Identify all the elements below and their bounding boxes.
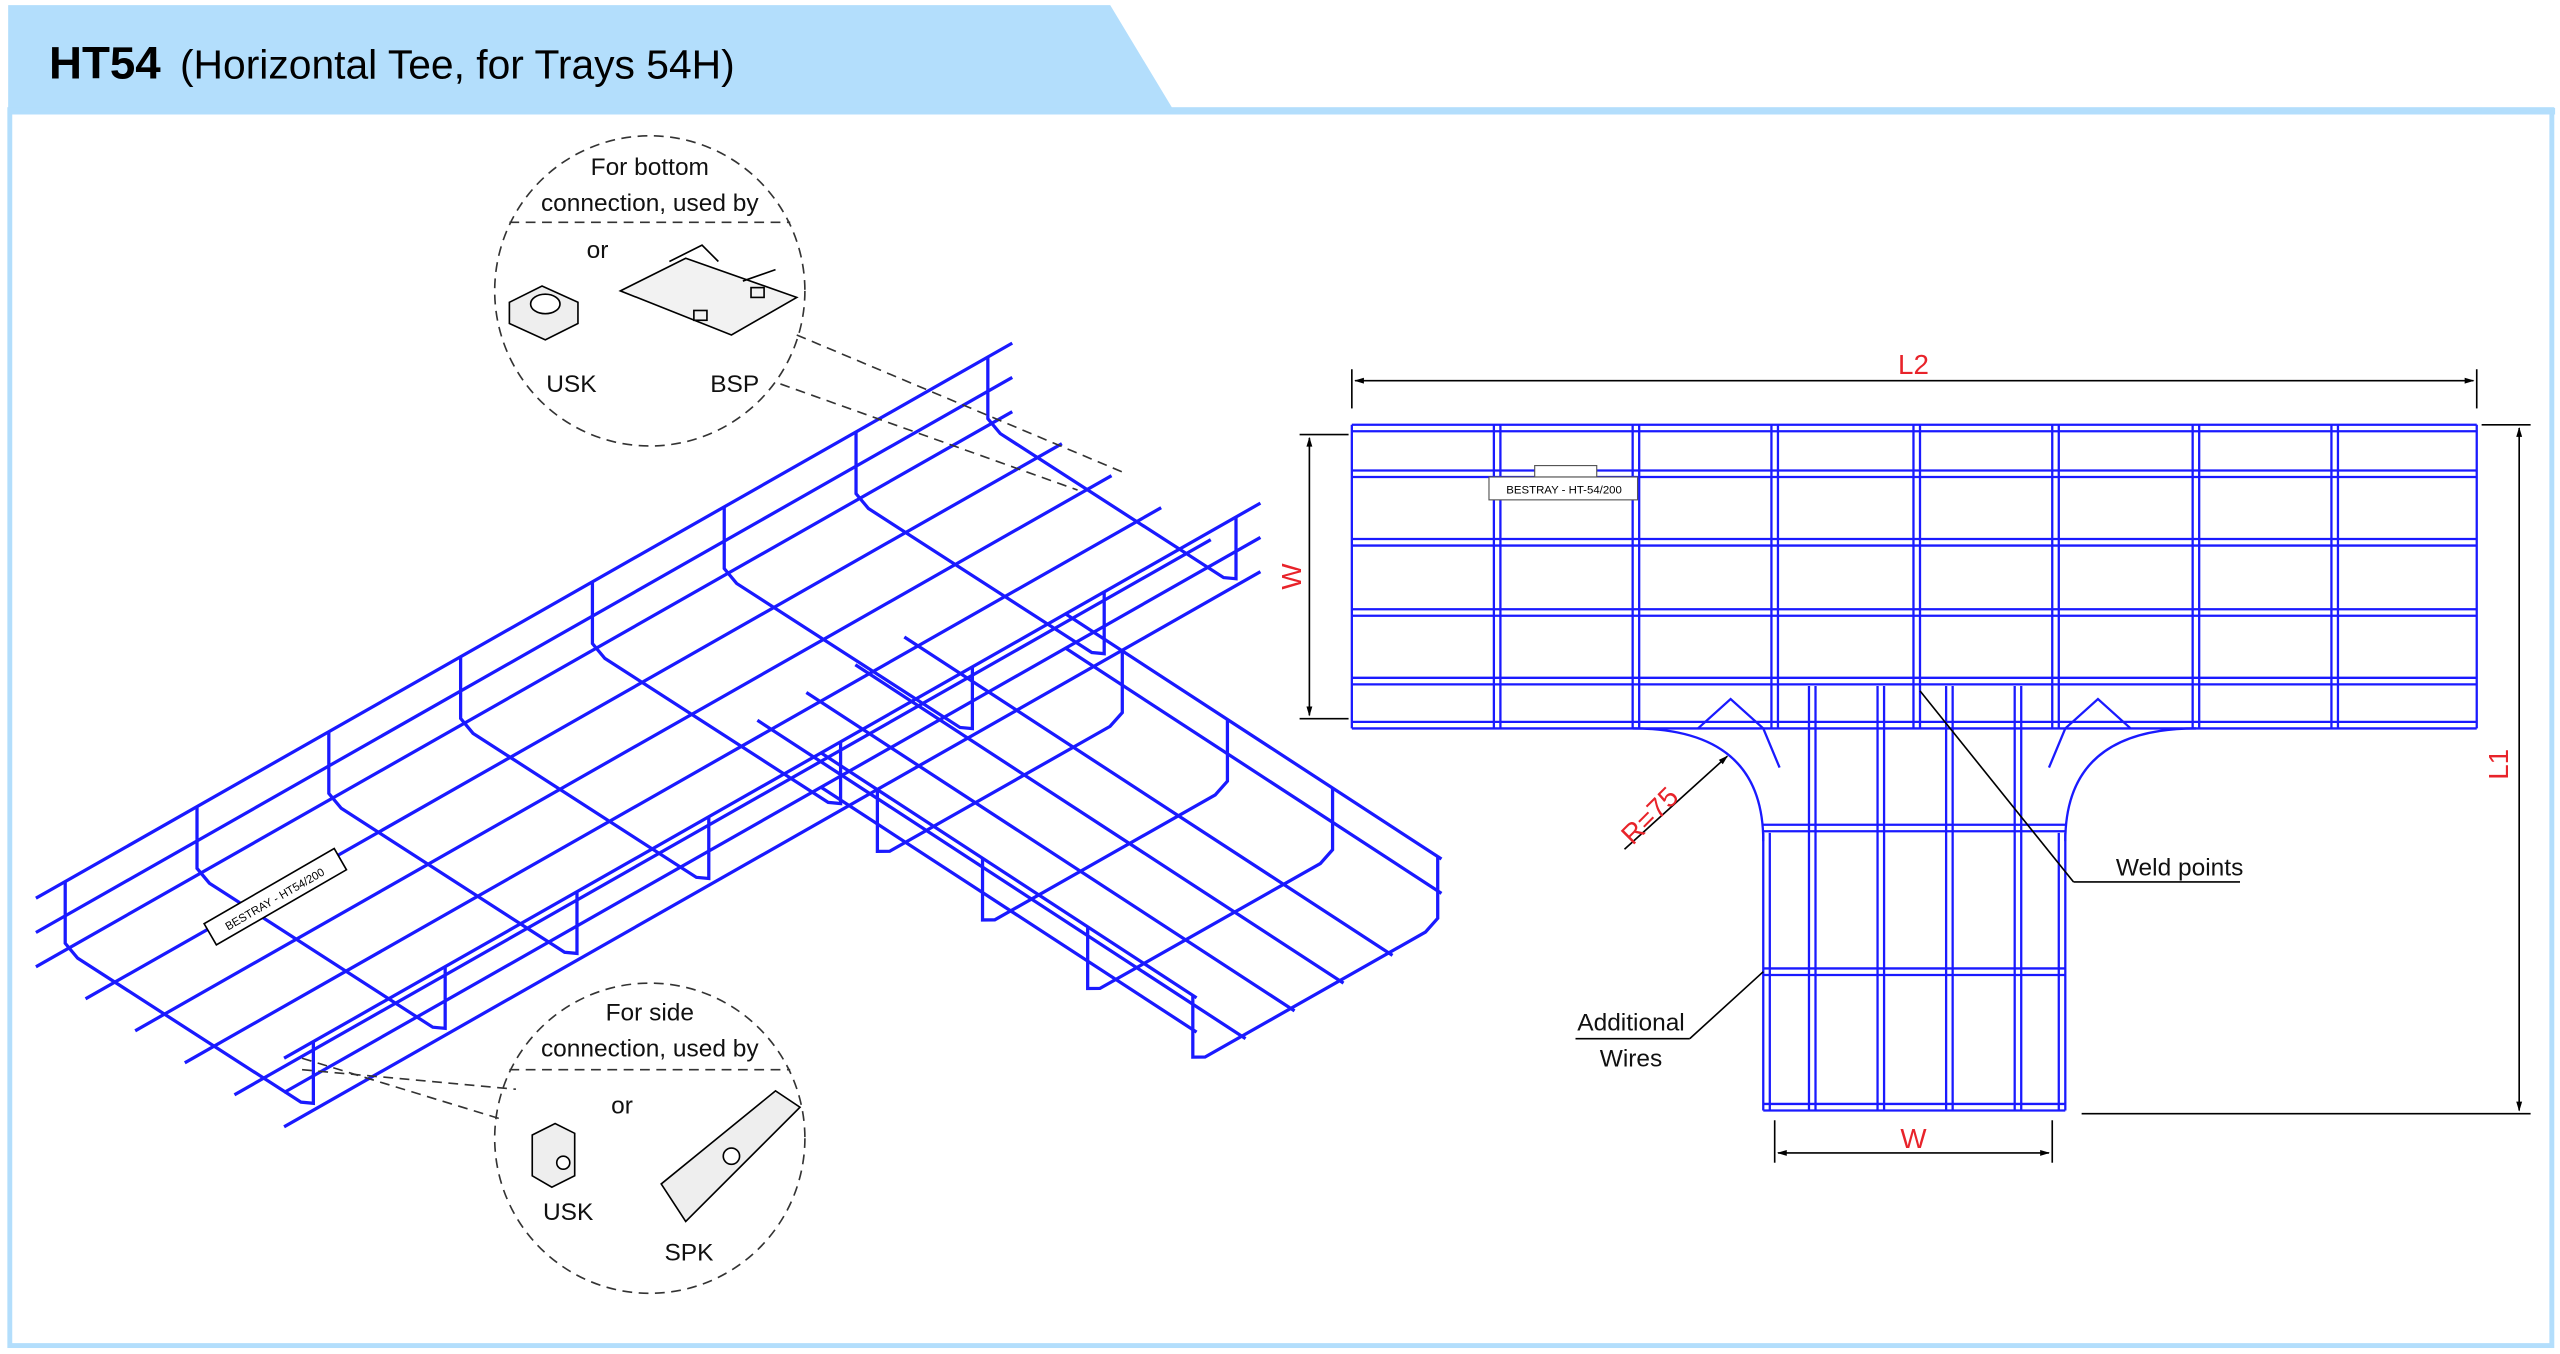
left-corner-wire — [1697, 697, 1781, 769]
side-wire — [283, 501, 1262, 1060]
weld-points-label: Weld points — [2116, 854, 2243, 881]
cross-wire — [195, 806, 447, 1031]
plan-tag-label: BESTRAY - HT-54/200 — [1506, 484, 1622, 496]
dimension-l2-label: L2 — [1898, 349, 1929, 380]
cross-wire — [458, 656, 711, 881]
radius-annotation: R=75 — [1615, 755, 1729, 850]
usk-side-clamp-icon — [531, 1122, 576, 1189]
iso-tag-label: BESTRAY - HT54/200 — [224, 867, 327, 934]
dimension-l1: L1 — [2081, 423, 2531, 1115]
dimension-w-bottom-label: W — [1900, 1123, 1927, 1154]
header-tab — [8, 5, 2556, 115]
plan-tag: BESTRAY - HT-54/200 — [1488, 465, 1639, 501]
floor-wire — [35, 410, 1014, 969]
dimension-l2: L2 — [1351, 349, 2478, 409]
spk-profile-icon — [660, 1089, 802, 1223]
branch-side-wire — [820, 751, 1198, 1000]
branch-cross-wire — [1191, 856, 1440, 1059]
dimension-w-side: W — [1276, 433, 1349, 720]
weld-points-annotation: Weld points — [1919, 690, 2243, 883]
right-corner-wire — [2047, 697, 2132, 769]
header-title: HT54 (Horizontal Tee, for Trays 54H) — [49, 38, 735, 89]
additional-wires-label-2: Wires — [1600, 1045, 1663, 1072]
bottom-callout-line1: For bottom — [591, 154, 709, 181]
branch-cross-wire — [980, 719, 1230, 922]
cross-wire — [854, 431, 1106, 656]
bottom-callout-line2: connection, used by — [541, 190, 759, 217]
floor-wire — [233, 538, 1212, 1097]
branch-floor-wire — [805, 691, 1296, 1013]
branch-side-wire — [820, 785, 1198, 1034]
side-connection-callout: For side connection, used by or USK SPK — [301, 982, 806, 1295]
bottom-callout-part-a: USK — [546, 371, 597, 398]
bottom-connection-callout: For bottom connection, used by or USK BS… — [493, 134, 1127, 491]
side-wire — [35, 341, 1014, 900]
left-corner-arc — [1632, 727, 1765, 842]
bottom-callout-or: or — [587, 237, 609, 264]
cross-wire — [590, 581, 843, 806]
dimension-w-side-label: W — [1276, 563, 1307, 590]
additional-wires-label-1: Additional — [1577, 1009, 1684, 1036]
branch-floor-wire — [756, 718, 1247, 1041]
branch-side-wire — [1065, 647, 1443, 895]
isometric-tee-drawing — [35, 341, 1443, 1129]
branch-floor-wire — [903, 635, 1394, 957]
floor-wire — [134, 474, 1113, 1033]
bottom-callout-part-b: BSP — [710, 371, 759, 398]
product-code: HT54 — [49, 38, 161, 89]
radius-label: R=75 — [1615, 781, 1684, 850]
branch-floor-wire — [854, 663, 1345, 985]
additional-wires-annotation: Additional Wires — [1575, 971, 1764, 1072]
dimension-l1-label: L1 — [2483, 749, 2514, 780]
plan-view-drawing — [1350, 423, 2478, 1112]
floor-wire — [283, 570, 1262, 1129]
side-callout-part-a: USK — [543, 1199, 594, 1226]
cross-wire — [722, 506, 975, 731]
side-callout-or: or — [611, 1093, 633, 1120]
branch-side-wire — [1065, 612, 1443, 861]
product-subtitle: (Horizontal Tee, for Trays 54H) — [180, 42, 735, 88]
cross-wire — [986, 357, 1238, 581]
side-wire — [35, 375, 1014, 934]
usk-clamp-icon — [508, 285, 579, 341]
side-wire — [283, 535, 1262, 1094]
dimension-w-bottom: W — [1773, 1120, 2054, 1163]
sheet-frame — [7, 107, 2555, 1349]
side-callout-line2: connection, used by — [541, 1036, 759, 1063]
branch-cross-wire — [875, 650, 1124, 854]
side-callout-part-b: SPK — [664, 1240, 714, 1267]
iso-tag: BESTRAY - HT54/200 — [203, 847, 348, 946]
bsp-plate-icon — [618, 244, 799, 336]
cross-wire — [327, 731, 579, 956]
cross-wire — [63, 881, 316, 1106]
side-callout-line1: For side — [606, 1000, 694, 1027]
floor-wire — [184, 506, 1162, 1065]
right-corner-arc — [2064, 727, 2196, 842]
branch-cross-wire — [1086, 788, 1335, 991]
